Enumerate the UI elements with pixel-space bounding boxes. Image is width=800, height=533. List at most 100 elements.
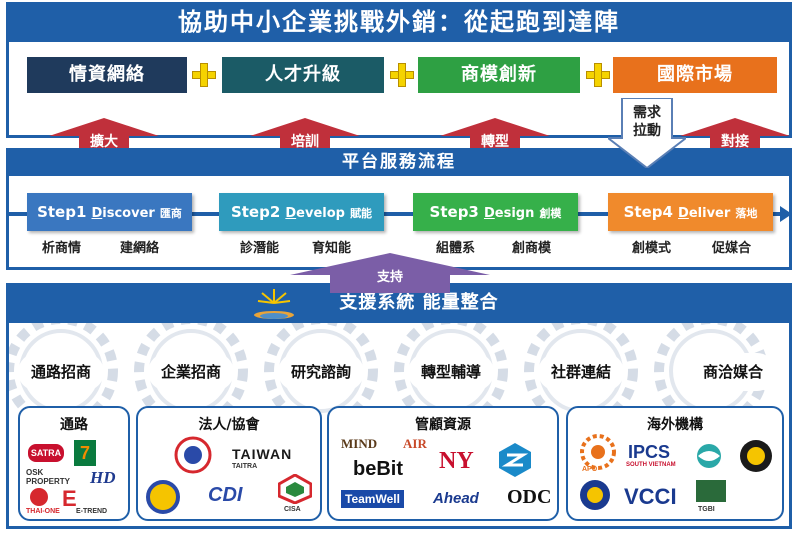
seven-eleven-logo: 7 (74, 440, 96, 466)
up-arrow-expand (49, 118, 159, 152)
flow-arrowhead (780, 206, 792, 222)
up-arrow-transform-label: 轉型 (481, 134, 509, 150)
service-enterprise-recruit: 企業招商 (148, 353, 234, 391)
step-2-initial: D (285, 206, 297, 221)
ipcs-logo: IPCS (628, 442, 671, 462)
step-2-tag-b: 育知能 (312, 241, 352, 256)
etrend-label: E-TREND (76, 508, 108, 515)
service-channel-recruit: 通路招商 (18, 353, 104, 391)
step-3-en: esign (494, 206, 535, 221)
plus-icon (585, 62, 611, 88)
overseas-seal-icon (740, 440, 772, 472)
apo-logo-icon (580, 434, 616, 470)
step-2-num: Step2 (230, 203, 281, 221)
pillar-talent-upgrade: 人才升級 (222, 57, 384, 93)
plus-icon (389, 62, 415, 88)
swirl-logo-icon (697, 444, 721, 468)
service-transformation: 轉型輔導 (408, 353, 494, 391)
step-2-develop: Step2 Develop 賦能 (219, 193, 384, 231)
step-3-tag-a: 組體系 (436, 241, 476, 256)
category-consulting-title: 管顧資源 (415, 417, 471, 433)
step-4-initial: D (678, 206, 689, 221)
step-1-en: iscover (102, 206, 155, 221)
ny-logo: NY (439, 448, 474, 474)
support-up-arrow-label: 支持 (376, 270, 403, 285)
up-arrow-expand-label: 擴大 (90, 134, 118, 150)
thai-one-label: THAI-ONE (26, 508, 60, 515)
up-arrow-transform (440, 118, 550, 152)
step-3-design: Step3 Design 創模 (413, 193, 578, 231)
up-arrow-train-label: 培訓 (291, 134, 319, 150)
category-associations-title: 法人/協會 (198, 417, 260, 433)
up-arrow-connect-label: 對接 (721, 134, 749, 150)
up-arrow-connect (680, 118, 790, 152)
main-title: 協助中小企業挑戰外銷：從起跑到達陣 (6, 2, 792, 42)
pillar-business-model: 商模創新 (418, 57, 580, 93)
step-4-en: eliver (688, 206, 731, 221)
step-2-tag-a: 診潛能 (240, 241, 280, 256)
association-emblem-icon (146, 480, 180, 514)
step-1-zh: 匯商 (159, 207, 182, 220)
step-4-num: Step4 (623, 203, 673, 221)
cdi-logo: CDI (208, 484, 243, 506)
service-matchmaking: 商洽媒合 (690, 353, 776, 391)
ahead-logo: Ahead (433, 490, 479, 507)
mind-logo: MIND (341, 436, 378, 451)
demand-text-1: 需求 (633, 105, 661, 121)
step-2-zh: 賦能 (350, 207, 373, 220)
step-4-zh: 落地 (735, 207, 758, 220)
demand-text-2: 拉動 (633, 123, 661, 139)
step-1-num: Step1 (37, 203, 87, 221)
step-1-initial: D (91, 206, 103, 221)
service-community: 社群連結 (538, 353, 624, 391)
category-channels: 通路 SATRA 7 OSK PROPERTY HD E THAI-ONE E-… (18, 406, 130, 521)
step-4-tag-a: 創模式 (632, 241, 672, 256)
step-4-deliver: Step4 Deliver 落地 (608, 193, 773, 231)
step-1-tag-b: 建網絡 (120, 241, 160, 256)
air-logo: AIR (403, 436, 427, 451)
pillar-international-market: 國際市場 (613, 57, 777, 93)
taitra-label: TAITRA (232, 463, 258, 470)
up-arrow-train (250, 118, 360, 152)
osk-property-logo: OSK PROPERTY (26, 468, 71, 486)
category-overseas: 海外機構 APO IPCS SOUTH VIETNAM VCCI TGBI (566, 406, 784, 521)
satra-logo: SATRA (28, 444, 64, 462)
flow-line (6, 212, 784, 216)
hd-logo: HD (90, 468, 116, 487)
south-vietnam-label: SOUTH VIETNAM (626, 462, 676, 468)
step-4-tag-b: 促媒合 (712, 241, 752, 256)
association-seal-icon (174, 436, 212, 474)
consulting-hexagon-icon (499, 443, 531, 477)
odc-logo: ODC (507, 486, 552, 508)
category-overseas-title: 海外機構 (647, 417, 703, 433)
service-research-consult: 研究諮詢 (278, 353, 364, 391)
category-consulting: 管顧資源 MIND AIR beBit NY TeamWell Ahead OD… (327, 406, 559, 521)
apo-label: APO (582, 466, 598, 473)
taiwan-logo: TAIWAN (232, 446, 293, 462)
thai-one-icon (30, 488, 48, 506)
etrend-icon: E (62, 486, 77, 511)
step-3-initial: D (483, 206, 495, 221)
cisa-icon (278, 474, 312, 504)
step-2-en: evelop (296, 206, 345, 221)
step-1-discover: Step1 Discover 匯商 (27, 193, 192, 231)
step-3-num: Step3 (429, 203, 479, 221)
support-up-arrow (290, 253, 490, 293)
support-title: 支援系統 能量整合 (339, 292, 499, 313)
gear-background (9, 323, 768, 413)
demand-pull-arrow (608, 98, 686, 168)
vcci-logo: VCCI (624, 484, 677, 509)
plus-icon (191, 62, 217, 88)
pillar-intel-network: 情資網絡 (27, 57, 187, 93)
tgbi-icon (696, 480, 726, 502)
step-1-tag-a: 析商情 (42, 241, 82, 256)
overseas-emblem-icon (580, 480, 610, 510)
teamwell-logo: TeamWell (341, 490, 404, 508)
category-associations: 法人/協會 TAIWAN TAITRA CDI CISA (136, 406, 322, 521)
demand-pull-label: 需求 拉動 (608, 104, 686, 140)
step-3-zh: 創模 (539, 207, 562, 220)
tgbi-label: TGBI (698, 506, 715, 513)
step-3-tag-b: 創商模 (512, 241, 552, 256)
category-channels-title: 通路 (60, 417, 88, 433)
bebit-logo: beBit (353, 458, 403, 480)
